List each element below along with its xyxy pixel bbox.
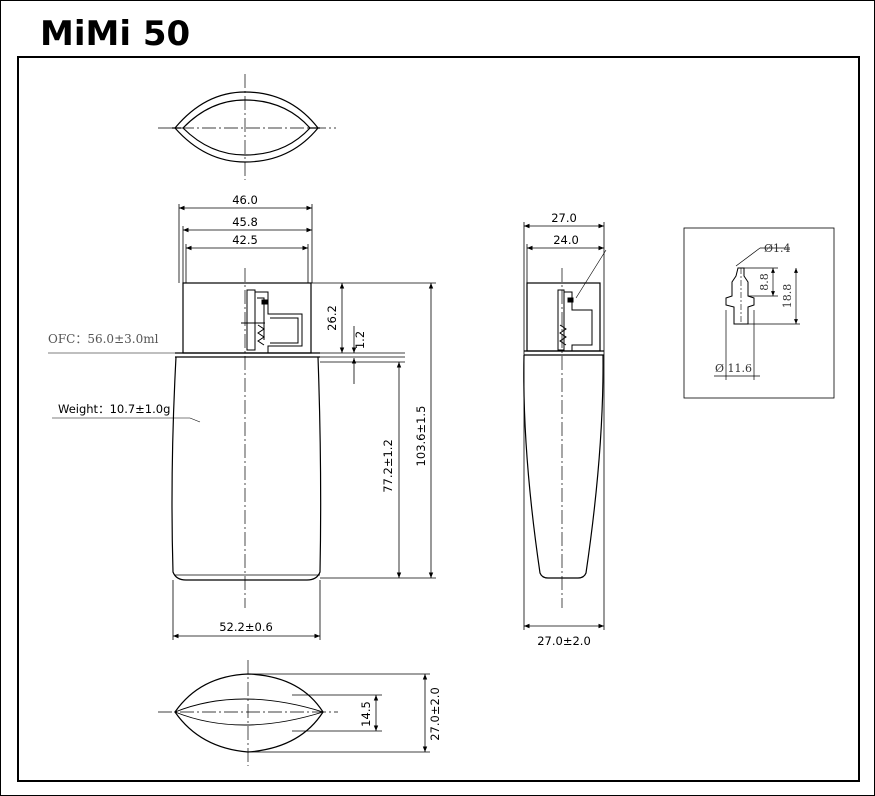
ofc-label: OFC：56.0±3.0ml (48, 332, 159, 346)
total-height-label: 103.6±1.5 (414, 406, 428, 467)
side-view (523, 268, 604, 608)
side-cap-width-label: 27.0 (551, 211, 577, 225)
top-width-46-label: 46.0 (232, 193, 258, 207)
bottom-width-label: 52.2±0.6 (219, 620, 273, 634)
drawing-frame (17, 56, 860, 782)
detail-h1-label: 8.8 (758, 273, 771, 291)
weight-label: Weight：10.7±1.0g (58, 402, 170, 416)
drawing-title: MiMi 50 (40, 14, 191, 54)
front-dimensions (48, 204, 436, 640)
detail-orifice-label: Ø1.4 (764, 242, 791, 255)
cap-height-label: 26.2 (325, 305, 339, 331)
gap-height-label: 1.2 (353, 331, 367, 349)
front-pump (241, 289, 303, 353)
bottom-inner-label: 14.5 (359, 701, 373, 727)
front-view (171, 268, 322, 608)
top-width-45-8-label: 45.8 (232, 215, 258, 229)
side-depth-label: 27.0±2.0 (537, 634, 591, 648)
side-pump (557, 289, 593, 351)
side-dimensions (523, 222, 607, 630)
body-height-label: 77.2±1.2 (381, 439, 395, 493)
bottom-outer-label: 27.0±2.0 (428, 687, 442, 741)
bottom-section (158, 660, 338, 766)
detail-diameter-label: Ø 11.6 (715, 362, 752, 375)
front-body (171, 356, 322, 581)
bottom-section-dimensions (248, 673, 430, 753)
side-inner-width-label: 24.0 (553, 233, 579, 247)
side-body (523, 354, 604, 579)
detail-h2-label: 18.8 (781, 284, 794, 309)
top-view (158, 74, 336, 180)
top-width-42-5-label: 42.5 (232, 233, 258, 247)
detail-box: Ø1.4 8.8 18.8 Ø 11.6 (683, 227, 835, 399)
